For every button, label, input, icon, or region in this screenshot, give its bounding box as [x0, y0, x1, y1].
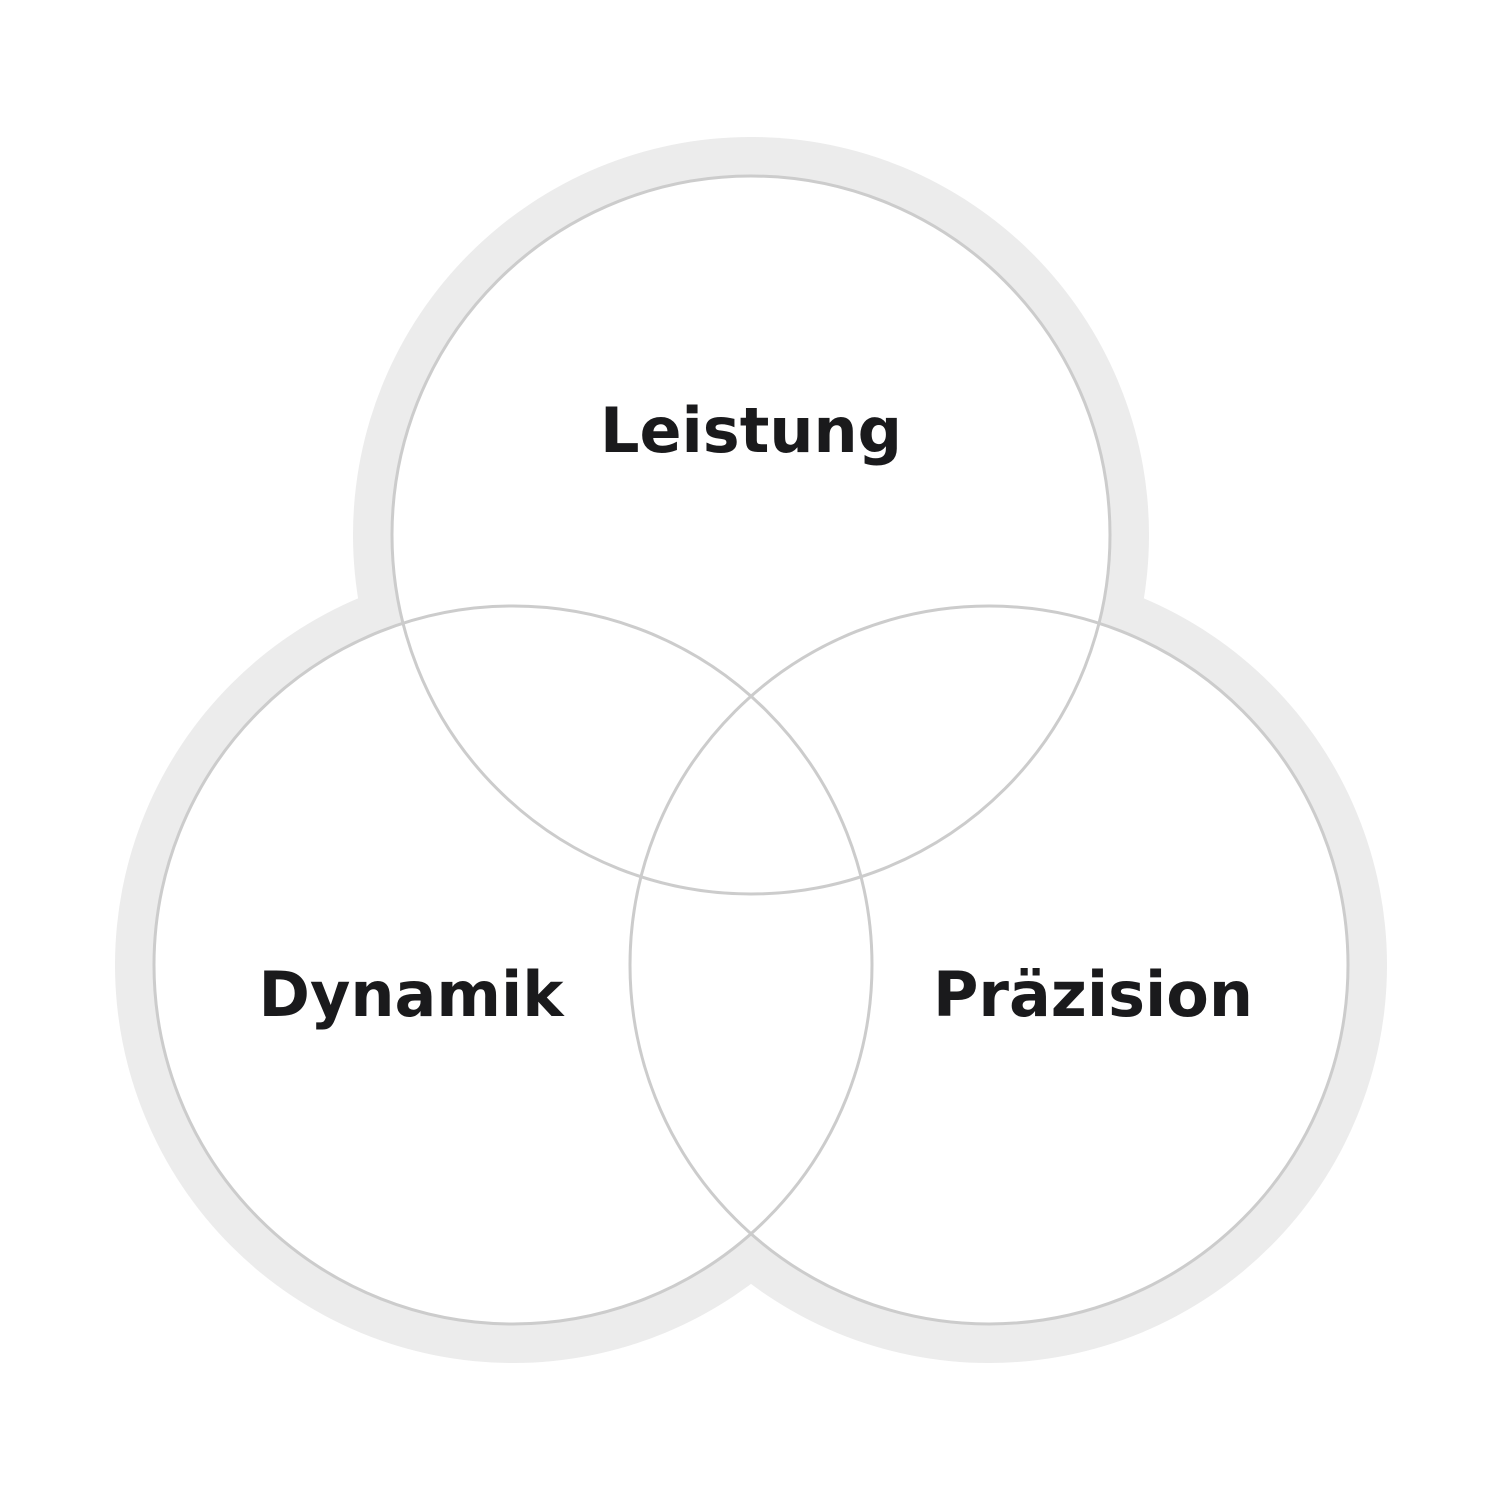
circle-praezision [628, 604, 1350, 1326]
circle-outlines [152, 174, 1350, 1326]
label-leistung: Leistung [600, 394, 902, 467]
circle-fill-bottom-right [630, 606, 1348, 1324]
label-praezision: Präzision [933, 958, 1253, 1031]
circle-dynamik [152, 604, 874, 1326]
label-dynamik: Dynamik [259, 958, 566, 1031]
circle-leistung [390, 174, 1112, 896]
circle-fills [154, 176, 1348, 1324]
